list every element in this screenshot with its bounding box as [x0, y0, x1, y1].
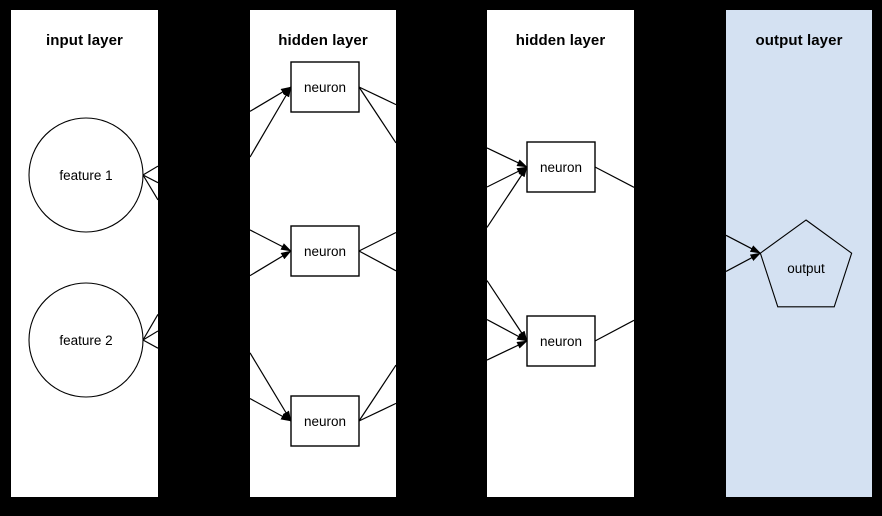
edge-out-feature-1-to-hidden-1-neuron-1 — [142, 165, 158, 176]
edge-in-hidden-2-neuron-2-to-output-node — [726, 252, 762, 272]
node-label-hidden-1-neuron-3: neuron — [304, 414, 346, 429]
edge-in-feature-2-to-hidden-1-neuron-1 — [250, 86, 292, 158]
edge-out-hidden-2-neuron-2-to-output-node — [594, 319, 634, 342]
hidden-layer-2-title: hidden layer — [515, 32, 606, 49]
edge-out-hidden-1-neuron-2-to-hidden-2-neuron-1 — [358, 231, 396, 252]
input-layer-graphics: feature 1 feature 2 — [28, 117, 158, 398]
node-label-feature-1: feature 1 — [59, 168, 112, 183]
edge-out-hidden-1-neuron-3-to-hidden-2-neuron-1 — [358, 364, 396, 422]
node-label-hidden-2-neuron-2: neuron — [540, 334, 582, 349]
input-layer-title: input layer — [46, 32, 123, 49]
edge-in-hidden-1-neuron-2-to-hidden-2-neuron-2 — [487, 319, 528, 342]
node-label-hidden-1-neuron-2: neuron — [304, 244, 346, 259]
edge-in-feature-1-to-hidden-1-neuron-3 — [250, 352, 292, 422]
output-layer-graphics: output — [726, 219, 853, 308]
edge-out-hidden-1-neuron-2-to-hidden-2-neuron-2 — [358, 250, 396, 272]
node-label-hidden-2-neuron-1: neuron — [540, 160, 582, 175]
edge-in-feature-1-to-hidden-1-neuron-2 — [250, 229, 292, 252]
edge-out-feature-2-to-hidden-1-neuron-1 — [142, 314, 158, 341]
node-label-feature-2: feature 2 — [59, 333, 112, 348]
edge-in-feature-2-to-hidden-1-neuron-2 — [250, 250, 292, 277]
node-label-hidden-1-neuron-1: neuron — [304, 80, 346, 95]
node-output-node — [759, 219, 853, 308]
layer-panel-hidden-2: neuron neuron hidden layer — [487, 10, 634, 497]
edge-out-hidden-1-neuron-3-to-hidden-2-neuron-2 — [358, 402, 396, 422]
edge-in-feature-2-to-hidden-1-neuron-3 — [250, 398, 292, 422]
edge-out-hidden-2-neuron-1-to-output-node — [594, 166, 634, 188]
node-label-output-node: output — [787, 261, 825, 276]
edge-out-hidden-1-neuron-1-to-hidden-2-neuron-2 — [358, 86, 396, 144]
output-layer-title: output layer — [755, 32, 843, 49]
hidden-layer-1-graphics: neuron neuron neuron — [250, 61, 396, 447]
edge-in-hidden-1-neuron-3-to-hidden-2-neuron-1 — [487, 166, 528, 228]
edge-in-hidden-2-neuron-1-to-output-node — [726, 234, 762, 254]
edge-out-feature-1-to-hidden-1-neuron-2 — [142, 174, 158, 184]
layer-panel-output: output output layer — [726, 10, 872, 497]
edge-out-feature-1-to-hidden-1-neuron-3 — [142, 174, 158, 201]
layer-panel-input: feature 1 feature 2 input layer — [11, 10, 158, 497]
hidden-layer-1-title: hidden layer — [278, 32, 368, 49]
hidden-layer-2-graphics: neuron neuron — [487, 141, 634, 367]
edge-in-feature-1-to-hidden-1-neuron-1 — [250, 86, 292, 112]
edge-out-hidden-1-neuron-1-to-hidden-2-neuron-1 — [358, 86, 396, 106]
edge-out-feature-2-to-hidden-1-neuron-2 — [142, 330, 158, 341]
edge-in-hidden-1-neuron-1-to-hidden-2-neuron-1 — [487, 147, 528, 168]
edge-in-hidden-1-neuron-3-to-hidden-2-neuron-2 — [487, 340, 528, 361]
layer-panel-hidden-1: neuron neuron neuron hidden layer — [250, 10, 396, 497]
edge-out-feature-2-to-hidden-1-neuron-3 — [142, 339, 158, 349]
edge-in-hidden-1-neuron-1-to-hidden-2-neuron-2 — [487, 280, 528, 342]
